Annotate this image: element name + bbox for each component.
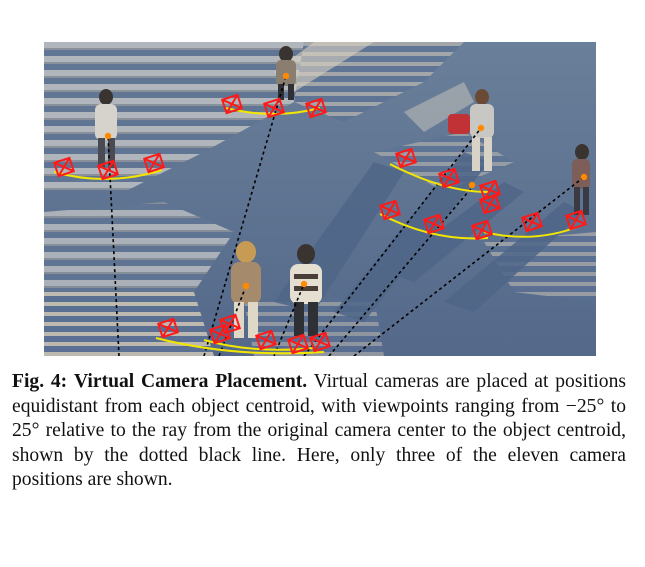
- centroid-marker: [242, 282, 250, 290]
- centroid-marker: [104, 132, 112, 140]
- pedestrian-4: [572, 144, 590, 215]
- virtual-camera-icon: [254, 329, 278, 351]
- centroid-marker: [477, 124, 485, 132]
- centroid-marker: [580, 173, 588, 181]
- pedestrian-3: [448, 89, 494, 171]
- centroid-rays: [107, 75, 585, 356]
- figure-label: Fig. 4:: [12, 371, 68, 392]
- virtual-camera-icon: [520, 211, 544, 233]
- point-cloud-figure: [44, 42, 596, 356]
- virtual-camera-icon: [308, 331, 332, 353]
- virtual-camera-icon: [218, 313, 242, 335]
- virtual-camera-icon: [96, 159, 120, 181]
- virtual-camera-icon: [52, 156, 76, 178]
- pedestrian-1: [95, 89, 117, 168]
- virtual-cameras: [52, 93, 588, 355]
- virtual-camera-icon: [422, 213, 446, 235]
- virtual-camera-icon: [394, 147, 418, 169]
- point-cloud-stripes: [44, 42, 596, 356]
- virtual-camera-icon: [478, 193, 502, 215]
- centroid-marker: [468, 181, 476, 189]
- pedestrians: [95, 46, 590, 338]
- virtual-camera-icon: [304, 97, 328, 119]
- virtual-camera-icon: [286, 333, 310, 355]
- virtual-camera-icon: [437, 167, 461, 189]
- caption-title: Virtual Camera Placement.: [74, 371, 308, 392]
- virtual-camera-icon: [564, 209, 588, 231]
- pedestrian-2: [276, 46, 296, 100]
- virtual-camera-icon: [262, 97, 286, 119]
- caption-body: Virtual cameras are placed at positions …: [12, 371, 627, 491]
- virtual-camera-icon: [142, 152, 166, 174]
- centroid-marker: [282, 72, 290, 80]
- virtual-camera-icon: [156, 317, 180, 339]
- virtual-camera-icon: [220, 93, 244, 115]
- object-centroids: [104, 72, 588, 290]
- virtual-camera-icon: [378, 199, 402, 221]
- centroid-marker: [300, 280, 308, 288]
- figure-caption: Fig. 4: Virtual Camera Placement. Virtua…: [12, 370, 626, 493]
- virtual-camera-icon: [470, 219, 494, 241]
